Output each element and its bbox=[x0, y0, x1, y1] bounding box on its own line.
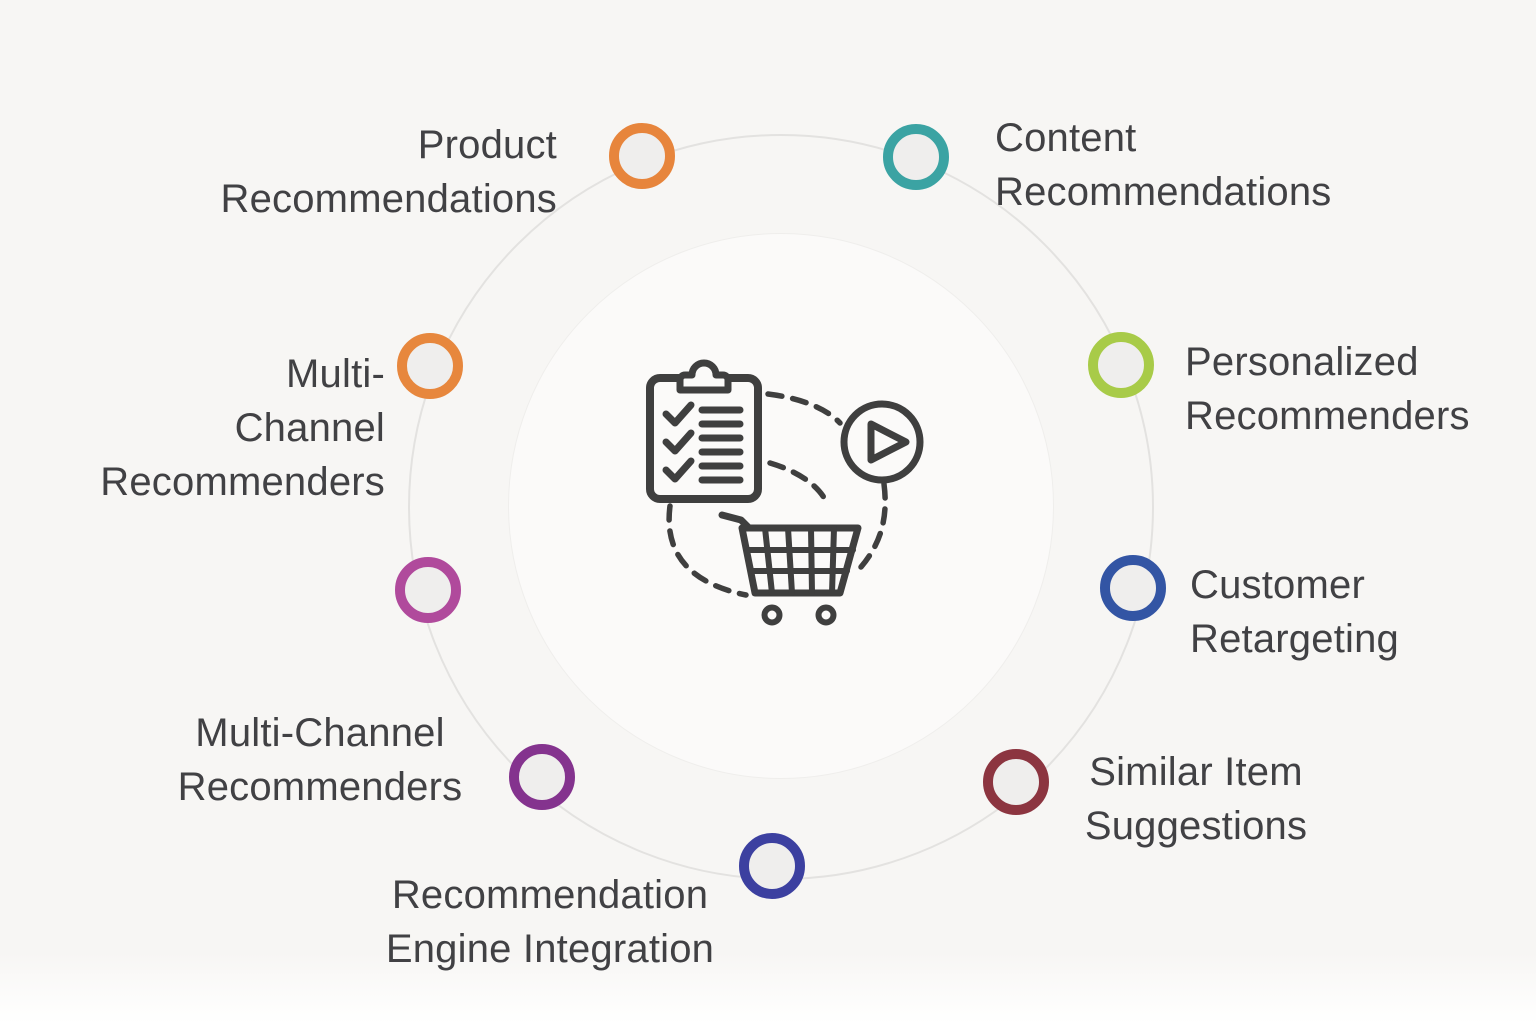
node-ring-customer-retargeting bbox=[1100, 555, 1166, 621]
label-line: Similar Item bbox=[1089, 750, 1303, 794]
label-line: Customer bbox=[1190, 563, 1365, 607]
node-label-multi-channel-recommenders-left: Multi- Channel Recommenders bbox=[100, 347, 385, 509]
label-line: Recommenders bbox=[100, 460, 385, 504]
label-line: Recommendation bbox=[391, 873, 709, 917]
label-line: Personalized bbox=[1185, 340, 1419, 384]
node-label-multi-channel-recommenders-bottom: Multi-Channel Recommenders bbox=[175, 706, 465, 814]
label-line: Channel bbox=[234, 406, 385, 450]
node-ring-unlabeled bbox=[395, 557, 461, 623]
label-line: Recommendations bbox=[220, 177, 557, 221]
label-line: Recommendations bbox=[995, 170, 1332, 214]
label-line: Content bbox=[995, 116, 1137, 160]
node-ring-product-recommendations bbox=[609, 123, 675, 189]
label-line: Multi- bbox=[286, 352, 385, 396]
node-label-product-recommendations: Product Recommendations bbox=[221, 118, 558, 226]
node-ring-content-recommendations bbox=[883, 124, 949, 190]
play-button-icon bbox=[840, 400, 924, 484]
node-label-similar-item-suggestions: Similar Item Suggestions bbox=[1071, 745, 1321, 853]
inner-disc bbox=[508, 233, 1054, 779]
label-line: Multi-Channel bbox=[195, 711, 445, 755]
dashed-connectors bbox=[666, 391, 888, 598]
center-icon bbox=[646, 359, 924, 626]
node-label-customer-retargeting: Customer Retargeting bbox=[1190, 558, 1399, 666]
node-ring-personalized-recommenders bbox=[1088, 332, 1154, 398]
node-label-content-recommendations: Content Recommendations bbox=[995, 111, 1332, 219]
label-line: Retargeting bbox=[1190, 617, 1399, 661]
label-line: Engine Integration bbox=[385, 927, 715, 971]
node-label-recommendation-engine-integration: Recommendation Engine Integration bbox=[375, 868, 725, 976]
shopping-cart-icon bbox=[718, 511, 862, 626]
node-ring-recommendation-engine-integration bbox=[739, 833, 805, 899]
label-line: Recommenders bbox=[177, 765, 463, 809]
node-label-personalized-recommenders: Personalized Recommenders bbox=[1185, 335, 1470, 443]
node-ring-multi-channel-recommenders-left bbox=[397, 333, 463, 399]
clipboard-checklist-icon bbox=[646, 359, 762, 503]
label-line: Suggestions bbox=[1084, 804, 1308, 848]
node-ring-multi-channel-recommenders-bottom bbox=[509, 744, 575, 810]
node-ring-similar-item-suggestions bbox=[983, 749, 1049, 815]
label-line: Recommenders bbox=[1185, 394, 1470, 438]
label-line: Product bbox=[417, 123, 557, 167]
